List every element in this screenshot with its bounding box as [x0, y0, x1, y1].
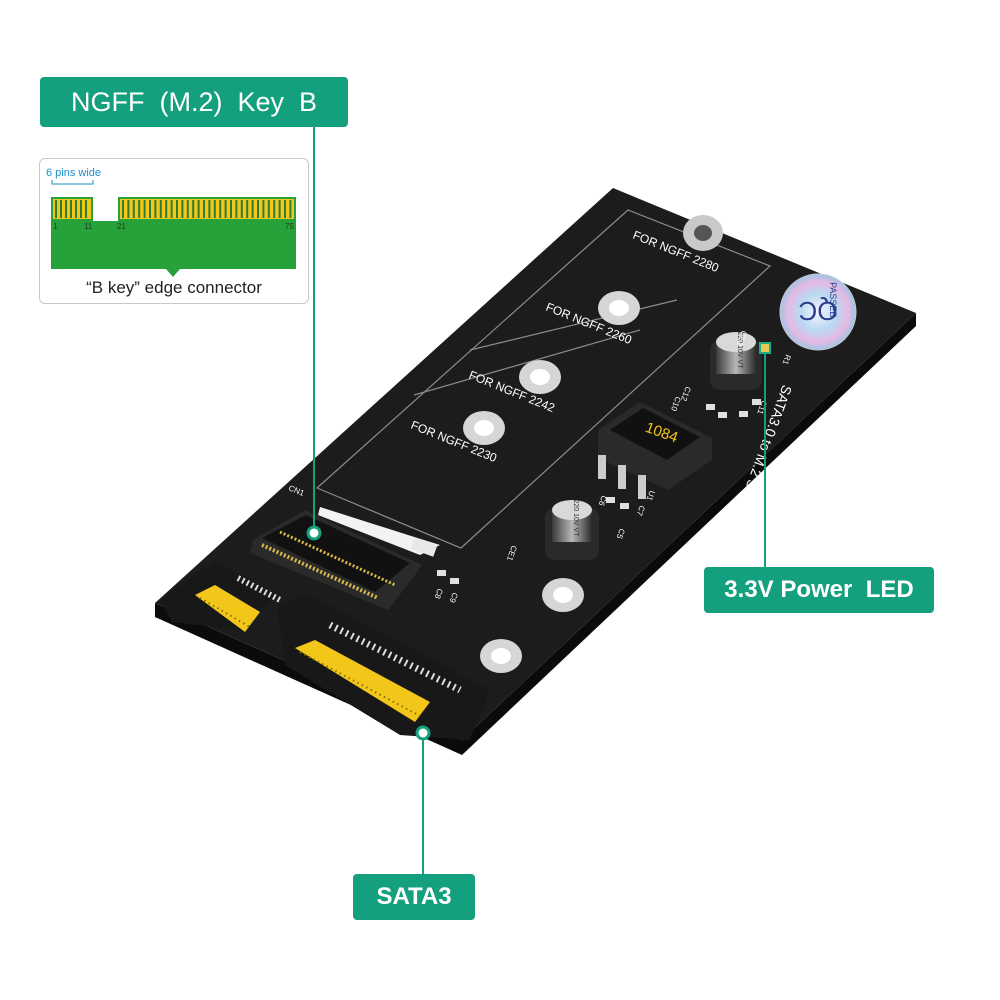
cap-label-top: 220 10V VT [736, 332, 743, 370]
power-led [759, 342, 771, 354]
inset-caption: “B key” edge connector [86, 278, 262, 297]
callout-dots [306, 525, 431, 741]
smd-components [437, 399, 761, 584]
ngff-key-b-callout: NGFF (M.2) Key B [40, 77, 348, 127]
edge-connector-inset: 6 pins wide 1 11 21 75 “B key” edge conn… [39, 158, 309, 304]
capacitor-bottom: 220 10V VT [545, 500, 599, 560]
slot-outline [315, 209, 772, 549]
ref-c5: C5 [614, 527, 626, 540]
edge-connector-diagram: 6 pins wide 1 11 21 75 [46, 167, 296, 277]
ref-c8: C8 [432, 587, 444, 600]
pin-number-21: 21 [117, 222, 126, 231]
qc-text: QC [799, 296, 838, 326]
ref-r1: R1 [780, 353, 792, 366]
pins-note: 6 pins wide [46, 167, 101, 179]
qc-passed-text: PASSED [828, 282, 838, 318]
ref-u1: U1 [644, 489, 656, 502]
pin-number-1: 1 [53, 222, 58, 231]
pcb-board [155, 188, 916, 740]
sata3-callout: SATA3 [353, 874, 475, 920]
regulator-chip: 1084 [598, 402, 712, 499]
mounting-holes [463, 215, 723, 673]
ref-c9: C9 [447, 591, 459, 604]
pin-number-11: 11 [84, 222, 93, 231]
ref-c6: C6 [596, 494, 608, 507]
capacitor-top: 220 10V VT [710, 332, 762, 390]
cap-label-bottom: 220 10V VT [572, 500, 579, 538]
qc-passed-sticker: QC PASSED [779, 273, 857, 351]
m2-connector [250, 507, 440, 610]
sata-connector [160, 560, 490, 740]
callout-leaders [313, 127, 766, 874]
pin-number-75: 75 [285, 222, 294, 231]
power-led-callout: 3.3V Power LED [704, 567, 934, 613]
ref-c7: C7 [634, 504, 646, 517]
